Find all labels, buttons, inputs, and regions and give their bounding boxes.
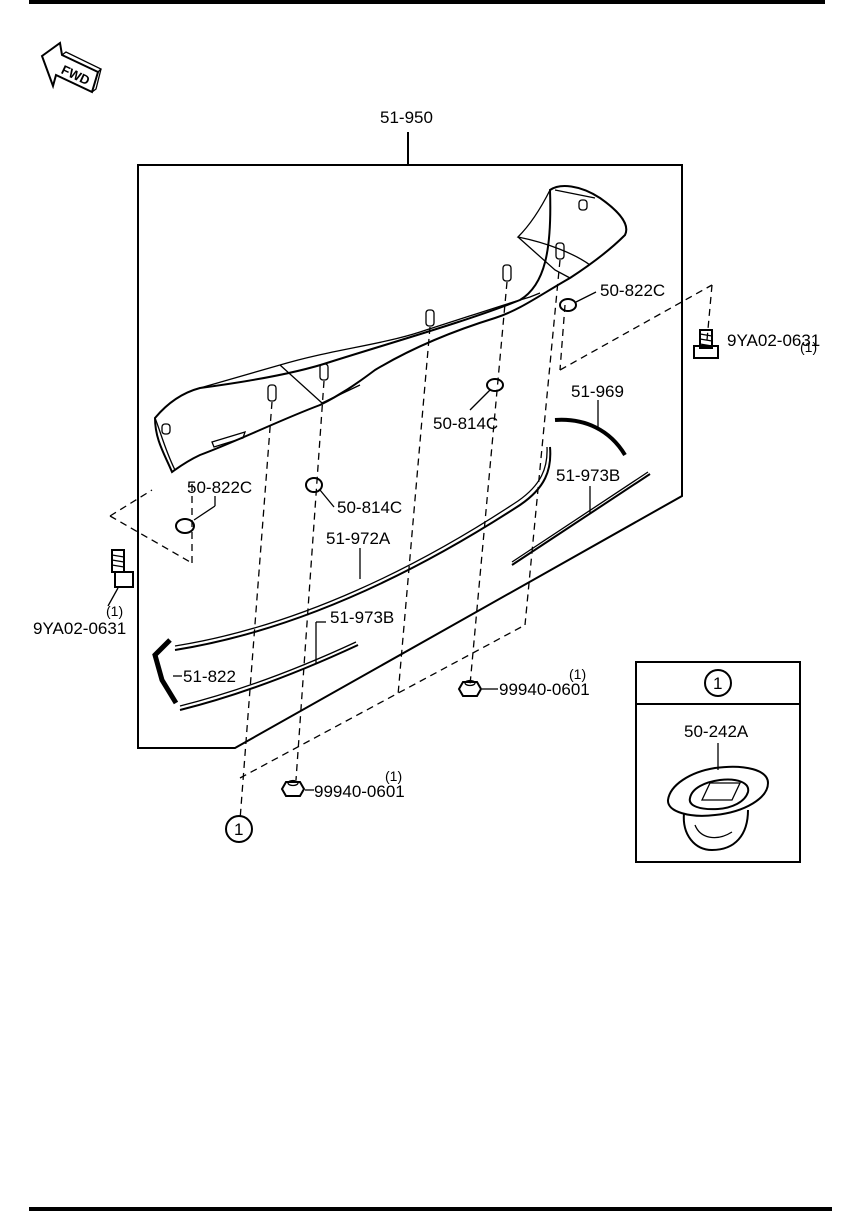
label-9ya02-0631-left: 9YA02-0631: [33, 619, 126, 638]
bolt-right-icon: [693, 329, 719, 359]
label-51-973b-left: 51-973B: [330, 608, 394, 627]
detail-ref: 1: [713, 674, 722, 693]
washer-814c-left: [305, 477, 323, 493]
label-50-814c-left: 50-814C: [337, 498, 402, 517]
bottom-rule: [29, 1207, 832, 1211]
label-51-950: 51-950: [380, 108, 433, 127]
label-9ya02-0631-right: 9YA02-0631: [727, 331, 820, 350]
end-piece-51-822: [152, 638, 179, 705]
molding-973b-left: [179, 644, 359, 711]
label-50-242a: 50-242A: [684, 722, 749, 741]
qty-bolt-left: (1): [106, 603, 123, 619]
fwd-arrow-icon: FWD: [40, 41, 103, 94]
washer-822c-left: [175, 518, 195, 534]
label-50-822c-left: 50-822C: [187, 478, 252, 497]
nut-right-icon: [457, 679, 483, 697]
label-51-973b-right: 51-973B: [556, 466, 620, 485]
label-99940-0601-left: 99940-0601: [314, 782, 405, 801]
label-50-814c-right: 50-814C: [433, 414, 498, 433]
spoiler-body: [153, 185, 628, 474]
label-51-822: 51-822: [183, 667, 236, 686]
molding-973b-right: [511, 473, 651, 566]
molding-972a: [174, 446, 552, 651]
assembly-frame: [137, 164, 683, 749]
qty-nut-left: (1): [385, 768, 402, 784]
label-50-822c-right: 50-822C: [600, 281, 665, 300]
nut-left-icon: [280, 779, 306, 797]
bolt-left-icon: [111, 549, 134, 588]
washer-814c-right: [486, 378, 504, 392]
qty-nut-right: (1): [569, 666, 586, 682]
qty-bolt-right: (1): [800, 339, 817, 355]
label-51-969: 51-969: [571, 382, 624, 401]
label-99940-0601-right: 99940-0601: [499, 680, 590, 699]
clip-50-242a-icon: [667, 765, 770, 852]
detail-box: 1 50-242A: [635, 661, 801, 863]
callout-ref: 1: [234, 820, 243, 839]
callout-circle: [225, 815, 253, 843]
washer-822c-right: [559, 298, 577, 312]
seal-51-969: [554, 417, 627, 457]
label-51-972a: 51-972A: [326, 529, 391, 548]
detail-ref-circle: [704, 669, 732, 697]
top-rule: [29, 0, 825, 4]
projection-lines: [109, 259, 713, 821]
